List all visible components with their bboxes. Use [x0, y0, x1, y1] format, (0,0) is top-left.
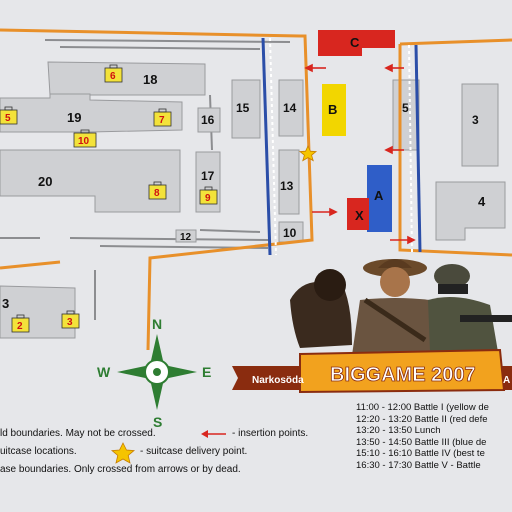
building-3 [461, 83, 499, 167]
svg-text:5: 5 [5, 113, 11, 124]
game-banner: Narkosöda A BIGGAME 2007 [232, 348, 512, 394]
banner-right-tag: A [503, 375, 510, 386]
svg-text:8: 8 [154, 188, 160, 199]
svg-text:7: 7 [159, 115, 165, 126]
base-boundaries [261, 37, 422, 256]
building-15 [231, 79, 261, 139]
svg-text:6: 6 [110, 71, 116, 82]
schedule-row: 13:20 - 13:50 Lunch [356, 425, 441, 437]
label-20: 20 [38, 174, 52, 189]
schedule-row: 11:00 - 12:00 Battle I (yellow de [356, 402, 489, 413]
label-17: 17 [201, 169, 215, 183]
suitcase-3: 3 [61, 310, 80, 329]
compass-rose: N S W E [97, 316, 211, 430]
svg-text:3: 3 [67, 317, 73, 328]
legend-icons [110, 430, 226, 464]
building-20 [0, 149, 181, 213]
buildings [0, 61, 506, 339]
label-12: 12 [180, 232, 192, 243]
schedule: 11:00 - 12:00 Battle I (yellow de 12:20 … [356, 402, 489, 472]
compass-n: N [152, 316, 162, 332]
zones [318, 30, 395, 232]
suitcases: 6 7 5 10 8 9 2 [0, 64, 218, 333]
zone-b [322, 84, 346, 136]
zone-c-label: C [350, 35, 360, 50]
legend-line-1: ld boundaries. May not be crossed. [0, 428, 156, 439]
banner-left-tag: Narkosöda [252, 375, 304, 386]
svg-text:2: 2 [17, 321, 23, 332]
schedule-row: 15:10 - 16:10 Battle IV (best te [356, 448, 485, 460]
svg-text:9: 9 [205, 193, 211, 204]
banner-title: BIGGAME 2007 [330, 364, 476, 386]
suitcase-9: 9 [199, 186, 218, 205]
zone-labels: C B A X [328, 35, 384, 223]
zone-x [347, 198, 369, 230]
zone-x-label: X [355, 208, 364, 223]
suitcase-2: 2 [11, 314, 30, 333]
building-5 [392, 79, 420, 151]
suitcase-8: 8 [148, 181, 167, 200]
zone-a [367, 165, 392, 232]
label-4: 4 [478, 194, 486, 209]
label-5: 5 [402, 101, 409, 115]
building-13 [278, 149, 300, 215]
building-3-left [0, 285, 76, 339]
label-13: 13 [280, 179, 294, 193]
label-10: 10 [283, 226, 297, 240]
legend-line-2b: - suitcase delivery point. [140, 446, 248, 457]
field-boundaries [0, 28, 512, 351]
schedule-row: 12:20 - 13:20 Battle II (red defe [356, 413, 488, 425]
suitcase-7: 7 [153, 108, 172, 127]
building-labels: 18 19 16 20 17 15 14 13 12 10 5 4 3 3 [2, 72, 486, 311]
insertion-arrows [304, 63, 416, 245]
building-4 [435, 181, 506, 241]
legend-line-1b: - insertion points. [232, 428, 309, 439]
label-19: 19 [67, 110, 81, 125]
schedule-row: 16:30 - 17:30 Battle V - Battle [356, 459, 481, 471]
suitcase-5: 5 [0, 106, 18, 125]
schedule-row: 13:50 - 14:50 Battle III (blue de [356, 436, 487, 448]
soldiers-artwork [290, 259, 512, 355]
label-16: 16 [201, 113, 215, 127]
zone-c [318, 30, 395, 56]
compass-w: W [97, 364, 111, 380]
compass-s: S [153, 414, 162, 430]
base-boundary-dashes [269, 37, 413, 256]
label-14: 14 [283, 101, 297, 115]
legend-star-icon [110, 442, 136, 464]
building-18 [47, 61, 206, 96]
compass-e: E [202, 364, 211, 380]
label-3: 3 [472, 113, 479, 127]
zone-b-label: B [328, 102, 337, 117]
building-16 [197, 107, 221, 133]
svg-text:10: 10 [78, 136, 90, 147]
legend-line-3: ase boundaries. Only crossed from arrows… [0, 464, 241, 475]
delivery-point-star [298, 145, 318, 162]
label-15: 15 [236, 101, 250, 115]
label-18: 18 [143, 72, 157, 87]
suitcase-10: 10 [73, 129, 97, 148]
zone-a-label: A [374, 188, 384, 203]
building-19 [0, 93, 183, 133]
suitcase-6: 6 [104, 64, 123, 83]
building-14 [278, 79, 304, 137]
building-12 [175, 229, 197, 243]
label-3-left: 3 [2, 296, 9, 311]
legend-line-2: uitcase locations. [0, 446, 77, 457]
